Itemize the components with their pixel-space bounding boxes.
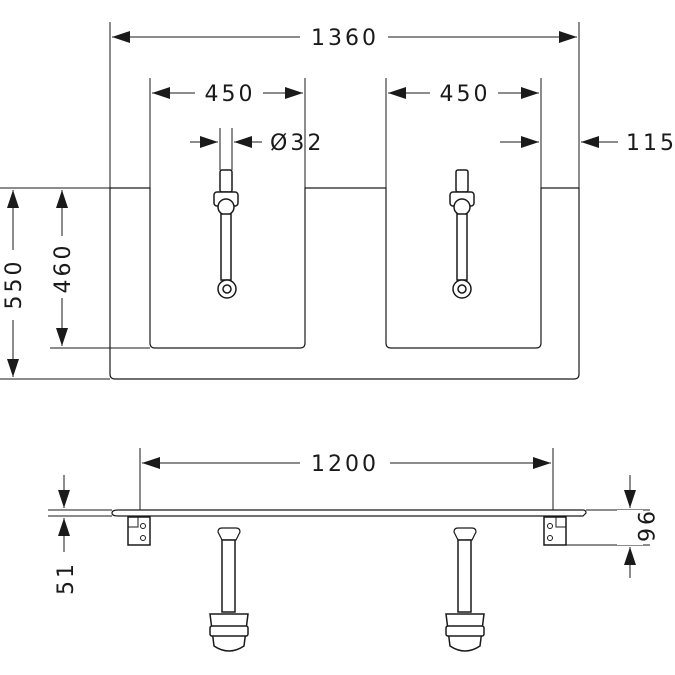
dim-thickness-label: 96 [632,511,657,545]
dim-edge-offset-label: 115 [626,131,675,156]
front-view: 1200 51 96 [48,448,657,652]
tap-left [213,169,239,299]
dim-basin-depth: 460 [49,190,110,349]
dim-basin-left-width: 450 [152,78,303,108]
dim-basin-left-label: 450 [205,82,256,107]
bracket-right [543,516,567,546]
dim-tap-diameter: Ø32 [190,128,324,170]
dim-thickness: 96 [566,475,657,578]
dim-counter-width: 1200 [139,448,554,510]
dim-edge-offset: 115 [500,128,675,188]
drain-left [209,527,249,652]
counter-slab [111,509,587,517]
dim-tap-diameter-label: Ø32 [270,131,324,156]
dim-bracket-height: 51 [48,475,112,595]
drain-right [445,527,485,652]
dim-counter-width-label: 1200 [311,452,379,477]
bracket-left [127,516,151,546]
dim-total-depth: 550 [0,187,110,380]
dim-total-width: 1360 [112,22,577,52]
tap-right [449,169,475,299]
dim-basin-depth-label: 460 [51,243,76,294]
dim-total-depth-label: 550 [2,259,27,310]
top-view: 1360 450 450 Ø32 [0,22,675,380]
dim-total-width-label: 1360 [311,26,379,51]
dim-basin-right-width: 450 [388,78,539,108]
dim-bracket-height-label: 51 [54,561,79,595]
dim-basin-right-label: 450 [440,82,491,107]
top-view-outline [109,187,580,380]
